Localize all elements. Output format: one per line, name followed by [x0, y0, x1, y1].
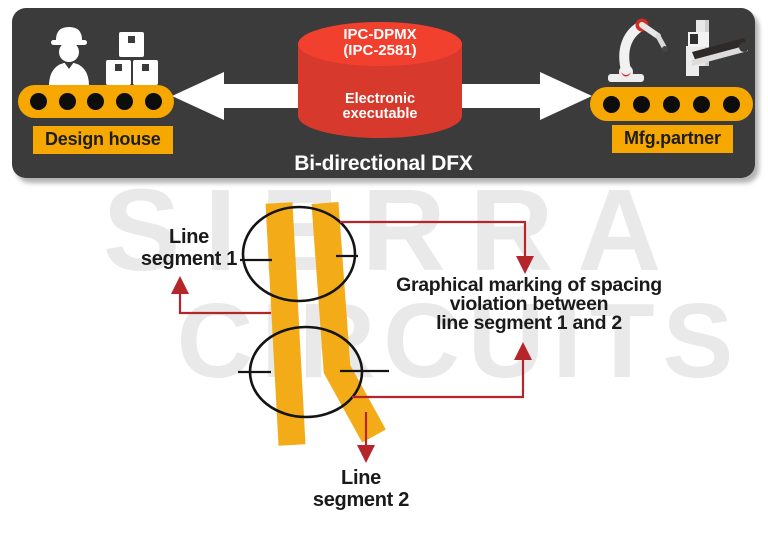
annotation-arrowheads [171, 256, 534, 463]
line-segment-2-label: Line segment 2 [312, 467, 410, 511]
arrowhead-up-segment1 [171, 276, 189, 294]
design-house-label: Design house [33, 126, 173, 154]
trace-line-segment-2 [311, 202, 386, 443]
conveyor-belt-right [590, 87, 753, 121]
violation-ellipse-1 [241, 205, 357, 303]
conveyor-dot [603, 95, 620, 113]
panel-caption: Bi-directional DFX [294, 152, 473, 175]
conveyor-dot [145, 93, 163, 110]
trace-line-segment-1 [265, 202, 306, 446]
measurement-ticks [238, 254, 389, 374]
boxes-icon [106, 32, 158, 85]
line-segment-1-label: Line segment 1 [140, 226, 238, 270]
arrow-left-icon [172, 72, 312, 120]
arrowhead-up-violation [514, 342, 532, 360]
conveyor-dot [723, 95, 740, 113]
panel-graphics [49, 18, 749, 138]
worker-icon [49, 27, 89, 86]
bidirectional-dfx-panel: Design house Mfg.partner IPC-DPMX (IPC-2… [12, 8, 755, 178]
arrowhead-down-violation [516, 256, 534, 274]
mfg-partner-label: Mfg.partner [612, 125, 733, 153]
violation-label: Graphical marking of spacing violation b… [396, 274, 662, 334]
conveyor-belt-left [18, 85, 174, 118]
watermark-line-1: SIERRA [102, 165, 686, 295]
cylinder-subtitle: Electronic executable [342, 91, 418, 122]
cylinder-title: IPC-DPMX (IPC-2581) [343, 26, 417, 59]
conveyor-dot [87, 93, 105, 110]
conveyor-dot [58, 93, 76, 110]
database-cylinder-icon [298, 22, 462, 138]
robot-arm-icon [608, 18, 668, 82]
conveyor-dot [116, 93, 134, 110]
arrow-right-icon [452, 72, 592, 120]
watermark-line-2: CIRCUITS [176, 282, 742, 400]
conveyor-dot [663, 95, 680, 113]
assembly-machine-icon [686, 20, 749, 76]
arrowhead-down-segment2 [357, 445, 375, 463]
conveyor-dot [29, 93, 47, 110]
conveyor-dot [693, 95, 710, 113]
conveyor-dot [633, 95, 650, 113]
annotation-leaders [178, 220, 527, 447]
